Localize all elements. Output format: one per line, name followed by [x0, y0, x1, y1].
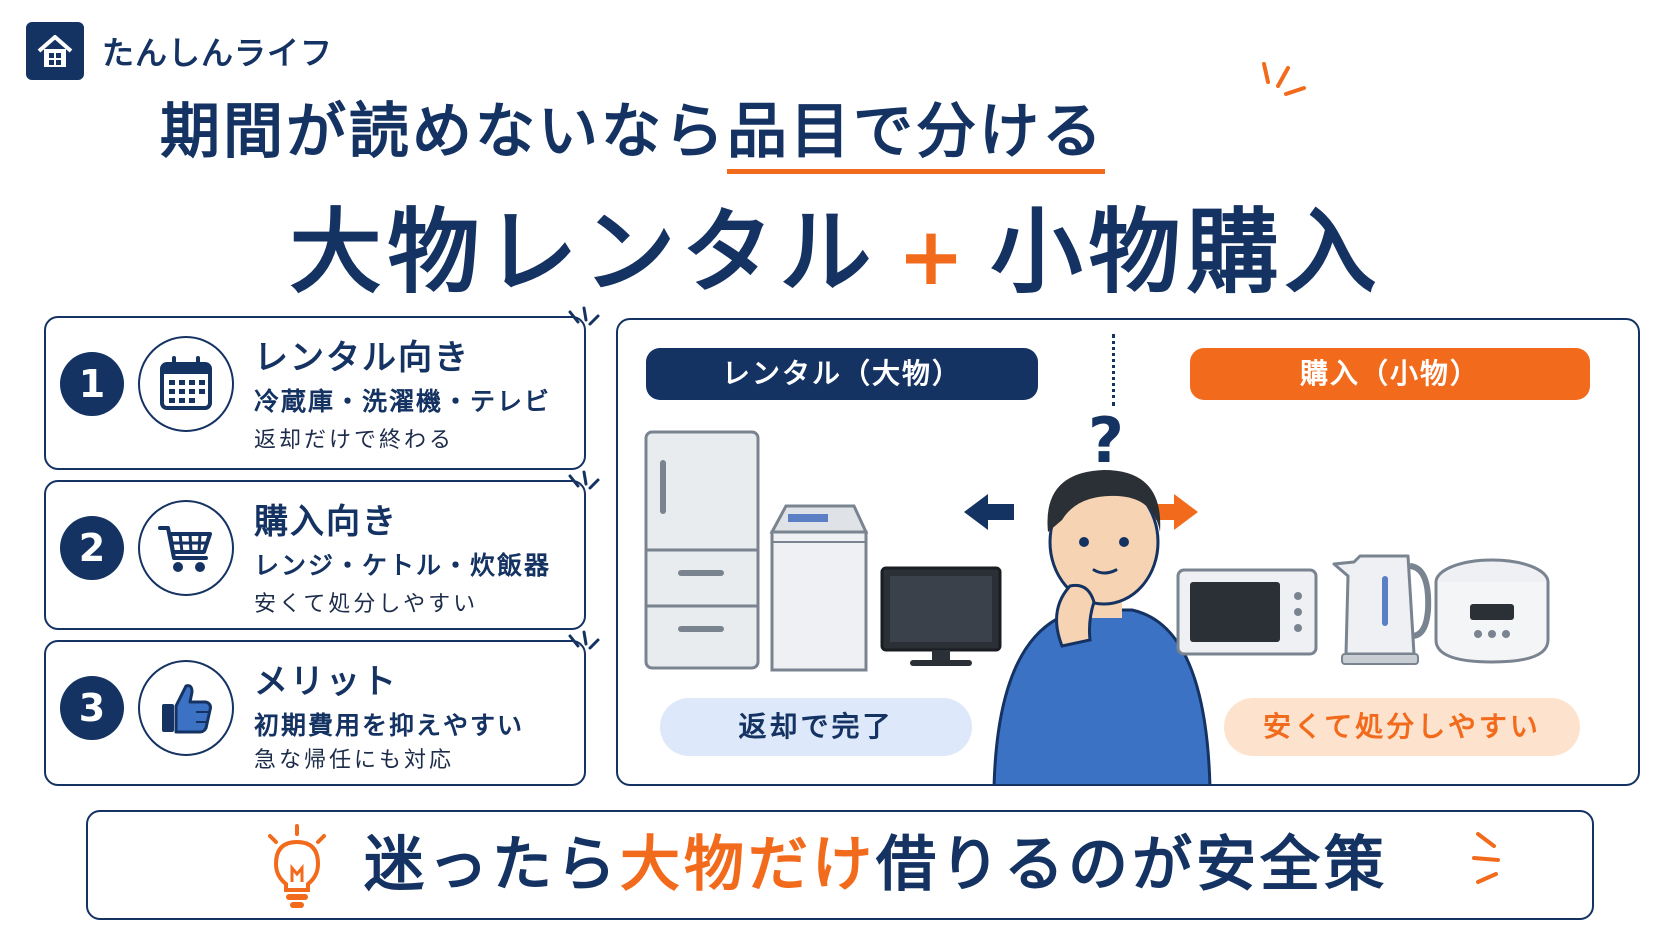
rental-label: レンタル（大物） [646, 348, 1038, 400]
headline-line2: 大物レンタル+小物購入 [0, 198, 1672, 312]
card-items: レンジ・ケトル・炊飯器 [254, 551, 552, 580]
headline-line1: 期間が読めないなら品目で分ける [160, 92, 1105, 174]
card-number: 3 [60, 676, 124, 740]
purchase-badge: 安くて処分しやすい [1224, 698, 1580, 756]
brand-name: たんしんライフ [102, 34, 334, 72]
question-mark: ? [1088, 404, 1124, 477]
tv-icon [880, 566, 1002, 666]
rice-cooker-icon [1434, 558, 1550, 664]
comparison-illustration [644, 430, 1550, 784]
card-note: 安くて処分しやすい [254, 592, 479, 617]
calendar-icon [138, 336, 234, 432]
house-icon [26, 22, 84, 80]
bottom-banner: 迷ったら大物だけ借りるのが安全策 [86, 810, 1594, 920]
bottom-prefix: 迷ったら [364, 830, 620, 900]
divider-dots [1112, 334, 1115, 406]
lightbulb-icon [268, 824, 326, 908]
card-rental: 1 レンタル向き 冷蔵庫・洗濯機・テレビ 返却だけで終わる [44, 306, 600, 470]
microwave-icon [1176, 568, 1318, 656]
refrigerator-icon [644, 430, 760, 670]
spark-lines-icon [1262, 62, 1306, 96]
card-title: メリット [254, 662, 398, 702]
card-items: 初期費用を抑えやすい [254, 711, 525, 740]
spark-lines-icon [568, 630, 600, 650]
card-title: レンタル向き [254, 338, 470, 378]
brand-logo: たんしんライフ [26, 22, 333, 80]
bottom-suffix: 借りるのが安全策 [876, 830, 1388, 900]
card-items: 冷蔵庫・洗濯機・テレビ [254, 387, 552, 416]
card-note: 急な帰任にも対応 [254, 748, 455, 773]
bottom-accent: 大物だけ [620, 830, 876, 900]
headline-prefix: 期間が読めないなら [160, 97, 727, 167]
thinking-person-icon [992, 470, 1212, 784]
washing-machine-icon [769, 504, 869, 672]
bottom-message: 迷ったら大物だけ借りるのが安全策 [364, 824, 1388, 906]
arrow-left-icon [964, 494, 1014, 530]
spark-lines-icon [568, 470, 600, 490]
card-number: 1 [60, 352, 124, 416]
spark-lines-icon [1472, 832, 1500, 884]
card-merit: 3 メリット 初期費用を抑えやすい 急な帰任にも対応 [44, 630, 600, 786]
purchase-label: 購入（小物） [1190, 348, 1590, 400]
comparison-panel: ? レンタル（大物） 購入（小物） 返却で完了 安くて処分しやすい [616, 318, 1640, 786]
headline-purchase: 小物購入 [990, 199, 1383, 306]
card-note: 返却だけで終わる [254, 428, 455, 453]
thumbs-up-icon [138, 660, 234, 756]
card-title: 購入向き [254, 502, 398, 542]
rental-badge: 返却で完了 [660, 698, 972, 756]
kettle-icon [1332, 554, 1432, 665]
plus-sign: + [897, 210, 971, 303]
headline-highlight: 品目で分ける [727, 95, 1105, 174]
headline-rental: 大物レンタル [289, 199, 878, 306]
card-number: 2 [60, 516, 124, 580]
spark-lines-icon [568, 306, 600, 326]
card-purchase: 2 購入向き レンジ・ケトル・炊飯器 安くて処分しやすい [44, 470, 600, 630]
cart-icon [138, 500, 234, 596]
arrow-right-icon [1148, 494, 1198, 530]
